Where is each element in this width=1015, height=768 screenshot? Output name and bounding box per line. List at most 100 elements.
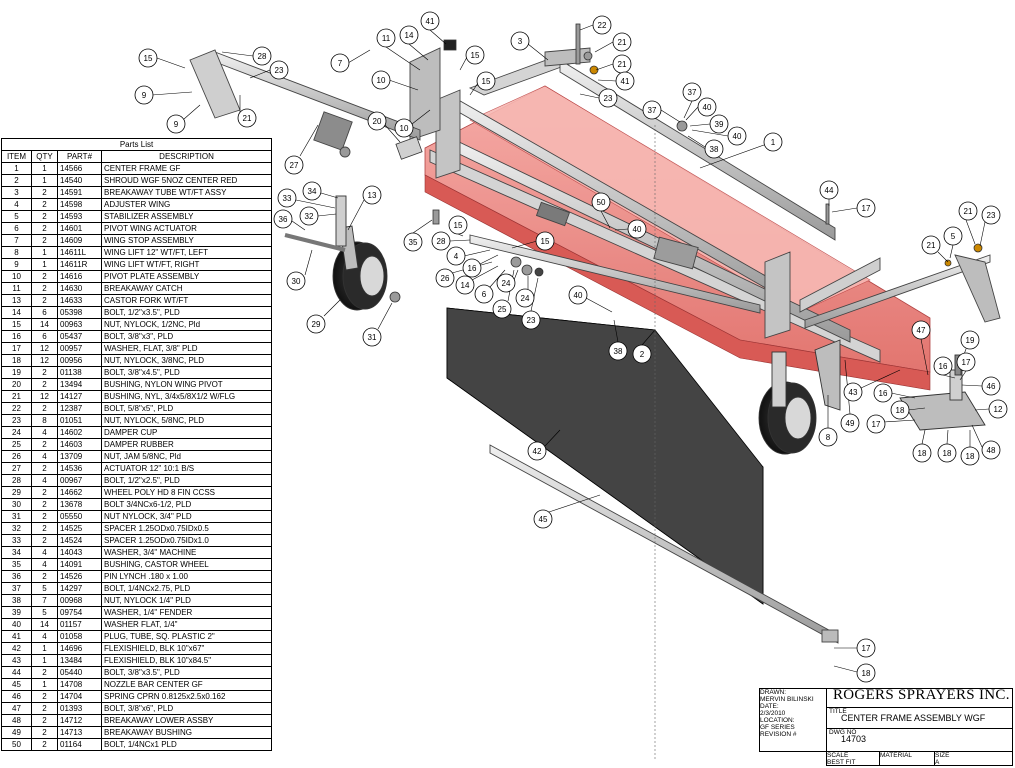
balloon-circle bbox=[269, 60, 289, 80]
item-balloon: 20 bbox=[367, 111, 387, 131]
title-label: TITLE bbox=[829, 708, 847, 715]
item-number: 3 bbox=[1, 186, 32, 199]
date-value: 2/3/2010 bbox=[760, 710, 786, 717]
item-number: 36 bbox=[1, 570, 32, 583]
balloon-circle bbox=[704, 139, 724, 159]
item-balloon: 17 bbox=[956, 352, 976, 372]
balloon-circle bbox=[856, 638, 876, 658]
item-balloon: 40 bbox=[697, 97, 717, 117]
item-description: BREAKAWAY BUSHING bbox=[100, 726, 273, 739]
balloon-number: 40 bbox=[733, 132, 742, 141]
item-number: 42 bbox=[1, 642, 32, 655]
item-balloon: 40 bbox=[627, 219, 647, 239]
balloon-number: 42 bbox=[533, 447, 542, 456]
balloon-number: 36 bbox=[279, 215, 288, 224]
item-number: 49 bbox=[1, 726, 32, 739]
item-balloon: 49 bbox=[840, 413, 860, 433]
item-description: BOLT, 1/4NCx1 PLD bbox=[100, 738, 273, 751]
item-qty: 4 bbox=[31, 558, 58, 571]
item-balloon: 42 bbox=[527, 441, 547, 461]
item-qty: 2 bbox=[31, 510, 58, 523]
item-number: 31 bbox=[1, 510, 32, 523]
item-number: 26 bbox=[1, 450, 32, 463]
balloon-number: 24 bbox=[502, 279, 511, 288]
balloon-circle bbox=[981, 205, 1001, 225]
item-balloon: 30 bbox=[286, 271, 306, 291]
item-number: 25 bbox=[1, 438, 32, 451]
item-qty: 1 bbox=[31, 654, 58, 667]
balloon-circle bbox=[474, 284, 494, 304]
item-qty: 2 bbox=[31, 462, 58, 475]
item-part-number: 13494 bbox=[57, 378, 102, 391]
item-balloon: 21 bbox=[921, 235, 941, 255]
item-part-number: 01157 bbox=[57, 618, 102, 631]
item-number: 2 bbox=[1, 174, 32, 187]
item-qty: 2 bbox=[31, 522, 58, 535]
item-description: NUT, NYLOCK, 3/8NC, PLD bbox=[100, 354, 273, 367]
item-description: NUT, NYLOCK, 1/2NC, Pld bbox=[100, 318, 273, 331]
balloon-number: 19 bbox=[966, 336, 975, 345]
balloon-circle bbox=[921, 235, 941, 255]
balloon-number: 14 bbox=[405, 31, 414, 40]
title-cell: TITLE CENTER FRAME ASSEMBLY WGF bbox=[826, 707, 1013, 729]
item-qty: 5 bbox=[31, 606, 58, 619]
drawn-value: MERVIN BILINSKI bbox=[760, 696, 814, 703]
item-number: 44 bbox=[1, 666, 32, 679]
balloon-circle bbox=[598, 88, 618, 108]
item-description: BREAKAWAY CATCH bbox=[100, 282, 273, 295]
item-balloon: 24 bbox=[496, 273, 516, 293]
item-balloon: 14 bbox=[455, 275, 475, 295]
item-part-number: 14630 bbox=[57, 282, 102, 295]
size-label: SIZE bbox=[935, 752, 950, 759]
item-balloon: 15 bbox=[448, 215, 468, 235]
scale-label: SCALE bbox=[827, 752, 849, 759]
item-qty: 6 bbox=[31, 306, 58, 319]
item-balloon: 50 bbox=[591, 192, 611, 212]
size-value: A bbox=[935, 759, 940, 766]
item-qty: 12 bbox=[31, 354, 58, 367]
balloon-number: 17 bbox=[962, 358, 971, 367]
item-balloon: 16 bbox=[873, 383, 893, 403]
item-description: ACTUATOR 12" 10:1 B/S bbox=[100, 462, 273, 475]
item-balloon: 18 bbox=[960, 446, 980, 466]
item-part-number: 14603 bbox=[57, 438, 102, 451]
item-number: 50 bbox=[1, 738, 32, 751]
item-balloon: 14 bbox=[399, 25, 419, 45]
balloon-number: 21 bbox=[964, 207, 973, 216]
balloon-circle bbox=[476, 71, 496, 91]
item-balloon: 26 bbox=[435, 268, 455, 288]
balloon-circle bbox=[237, 108, 257, 128]
balloon-number: 23 bbox=[987, 211, 996, 220]
balloon-circle bbox=[840, 413, 860, 433]
balloon-circle bbox=[627, 219, 647, 239]
balloon-number: 37 bbox=[688, 88, 697, 97]
balloon-number: 16 bbox=[468, 264, 477, 273]
item-part-number: 14708 bbox=[57, 678, 102, 691]
item-qty: 14 bbox=[31, 618, 58, 631]
balloon-number: 28 bbox=[258, 52, 267, 61]
header-item: ITEM bbox=[1, 150, 32, 163]
item-number: 39 bbox=[1, 606, 32, 619]
balloon-circle bbox=[465, 45, 485, 65]
item-balloon: 31 bbox=[362, 327, 382, 347]
item-qty: 6 bbox=[31, 330, 58, 343]
item-part-number: 13484 bbox=[57, 654, 102, 667]
item-balloon: 40 bbox=[568, 285, 588, 305]
item-part-number: 14043 bbox=[57, 546, 102, 559]
item-number: 11 bbox=[1, 282, 32, 295]
balloon-circle bbox=[273, 209, 293, 229]
item-description: STABILIZER ASSEMBLY bbox=[100, 210, 273, 223]
item-part-number: 14593 bbox=[57, 210, 102, 223]
balloon-number: 21 bbox=[618, 38, 627, 47]
balloon-circle bbox=[448, 215, 468, 235]
item-description: WASHER FLAT, 1/4" bbox=[100, 618, 273, 631]
item-qty: 2 bbox=[31, 186, 58, 199]
item-qty: 2 bbox=[31, 210, 58, 223]
balloon-number: 37 bbox=[648, 106, 657, 115]
item-part-number: 00957 bbox=[57, 342, 102, 355]
